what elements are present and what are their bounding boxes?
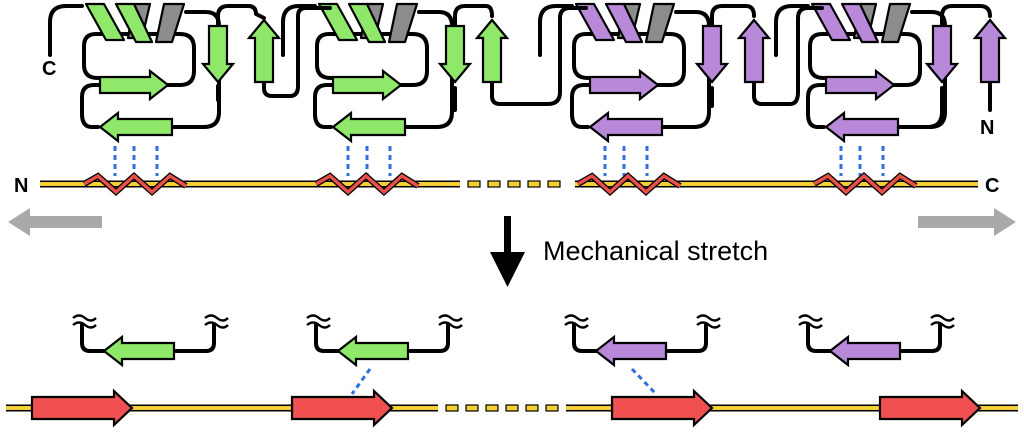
- c-terminus-domain-label: C: [42, 58, 56, 80]
- beta-strand-up-2: [474, 18, 510, 84]
- beta-strand-down-1: [200, 24, 236, 84]
- helix-back: [387, 2, 419, 44]
- stretch-arrow: [490, 216, 525, 287]
- helix-front: [574, 2, 616, 42]
- residual-hydrogen-bond: [630, 367, 658, 396]
- break-mark-right: [204, 314, 229, 329]
- strand-gap-dash: [487, 180, 501, 188]
- domain-1: [48, 2, 221, 176]
- n-terminus-domain-label: N: [980, 117, 994, 139]
- domain-linkers: [200, 4, 1008, 129]
- extended-strand-1: [30, 388, 134, 428]
- stretched-gap-dash: [465, 404, 479, 412]
- beta-strand-down-4: [924, 24, 960, 84]
- zigzag-segment-3: [577, 173, 681, 195]
- pull-left-arrow: [8, 208, 102, 236]
- helix-front: [317, 2, 359, 42]
- beta-strand-up-4: [972, 18, 1008, 84]
- fragment-loop: [806, 322, 942, 353]
- break-mark-left: [798, 314, 823, 329]
- fragment-loop: [572, 322, 708, 353]
- helix-back: [880, 2, 912, 44]
- strand-gap-dash: [527, 180, 541, 188]
- pull-right-arrow: [918, 208, 1016, 236]
- beta-strand-left: [98, 110, 174, 144]
- fragment-strand: [336, 334, 410, 368]
- break-mark-right: [438, 314, 463, 329]
- beta-strand-up-1: [246, 18, 282, 84]
- zigzag-segment-1: [83, 173, 187, 195]
- detached-fragment-3: [564, 314, 721, 396]
- folded-domains: [48, 2, 1008, 176]
- beta-strand-right: [824, 68, 896, 102]
- fragment-strand: [594, 334, 668, 368]
- extended-strand-4: [878, 388, 982, 428]
- beta-strand-up-3: [736, 18, 772, 84]
- beta-strand-right: [331, 68, 403, 102]
- detached-fragment-2: [306, 314, 463, 395]
- c-terminus-label: C: [985, 175, 999, 197]
- beta-strand-left: [824, 110, 900, 144]
- beta-strand-left: [588, 110, 664, 144]
- detached-fragment-1: [72, 314, 229, 368]
- break-mark-left: [306, 314, 331, 329]
- strand-gap-dash: [547, 180, 561, 188]
- fragment-loop: [80, 322, 216, 353]
- domain-2: [281, 2, 454, 176]
- stretched-gap-dash: [545, 404, 559, 412]
- break-mark-left: [72, 314, 97, 329]
- strand-gap-dash: [467, 180, 481, 188]
- extended-strand-2: [290, 388, 394, 428]
- target-strand-top: [40, 171, 978, 197]
- zigzag-segment-4: [813, 173, 917, 195]
- linker-loop: [216, 4, 992, 129]
- helix-back: [644, 2, 676, 44]
- helix-front: [810, 2, 852, 42]
- domain-4: [774, 2, 947, 176]
- beta-strand-left: [331, 110, 407, 144]
- detached-fragment-4: [798, 314, 955, 368]
- stretched-gap-dash: [505, 404, 519, 412]
- n-terminus-label: N: [14, 175, 28, 197]
- fragment-loop: [314, 322, 450, 353]
- helix-back: [154, 2, 186, 44]
- strand-gap-dash: [507, 180, 521, 188]
- break-mark-left: [564, 314, 589, 329]
- helix-front: [840, 2, 880, 44]
- break-mark-right: [930, 314, 955, 329]
- helix-front: [114, 2, 154, 44]
- extended-strand-3: [610, 388, 714, 428]
- residual-hydrogen-bond: [350, 368, 372, 395]
- stretched-gap-dash: [485, 404, 499, 412]
- beta-strand-right: [588, 68, 660, 102]
- beta-strand-right: [98, 68, 170, 102]
- fragment-strand: [828, 334, 902, 368]
- stretched-state: [6, 314, 1018, 428]
- stretched-gap-dash: [525, 404, 539, 412]
- helix-front: [347, 2, 387, 44]
- stretched-gap-dash: [445, 404, 459, 412]
- domain-3: [538, 2, 711, 176]
- beta-strand-down-3: [694, 24, 730, 84]
- break-mark-right: [696, 314, 721, 329]
- beta-strand-down-2: [437, 24, 473, 84]
- helix-front: [84, 2, 126, 42]
- zigzag-segment-2: [315, 173, 419, 195]
- stretch-caption: Mechanical stretch: [543, 236, 768, 266]
- fragment-strand: [102, 334, 176, 368]
- helix-front: [604, 2, 644, 44]
